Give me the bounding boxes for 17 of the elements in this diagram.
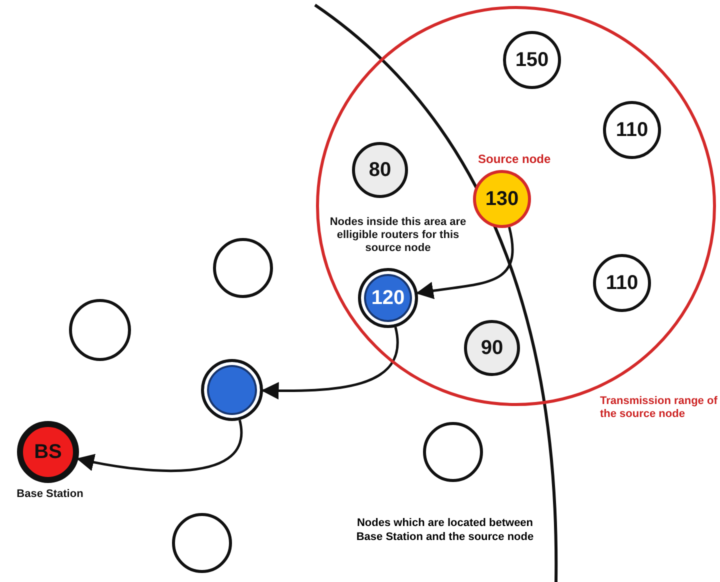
curved-arrow bbox=[261, 326, 399, 400]
eligible-area-note: Nodes inside this area are elligible routers for this source node bbox=[328, 216, 468, 255]
sensor-node-circle: 150 bbox=[503, 31, 561, 89]
source-node-circle: 130 bbox=[473, 170, 531, 228]
source-node-caption: Source node bbox=[478, 153, 552, 166]
sensor-node-circle: 110 bbox=[593, 254, 651, 312]
curved-arrow bbox=[76, 420, 243, 472]
router-node-circle: 120 bbox=[358, 268, 418, 328]
sensor-node-circle: 80 bbox=[352, 142, 408, 198]
base-station-circle: BS bbox=[17, 421, 79, 483]
sensor-node-circle: 90 bbox=[464, 320, 520, 376]
range-caption: Transmission range of the source node bbox=[600, 395, 718, 421]
base-station-caption: Base Station bbox=[16, 488, 84, 501]
curved-arrow bbox=[416, 226, 514, 300]
between-nodes-note: Nodes which are located between Base Station and the source node bbox=[355, 516, 535, 544]
transmission-range-circle bbox=[316, 6, 716, 406]
sensor-node-circle: 110 bbox=[603, 101, 661, 159]
